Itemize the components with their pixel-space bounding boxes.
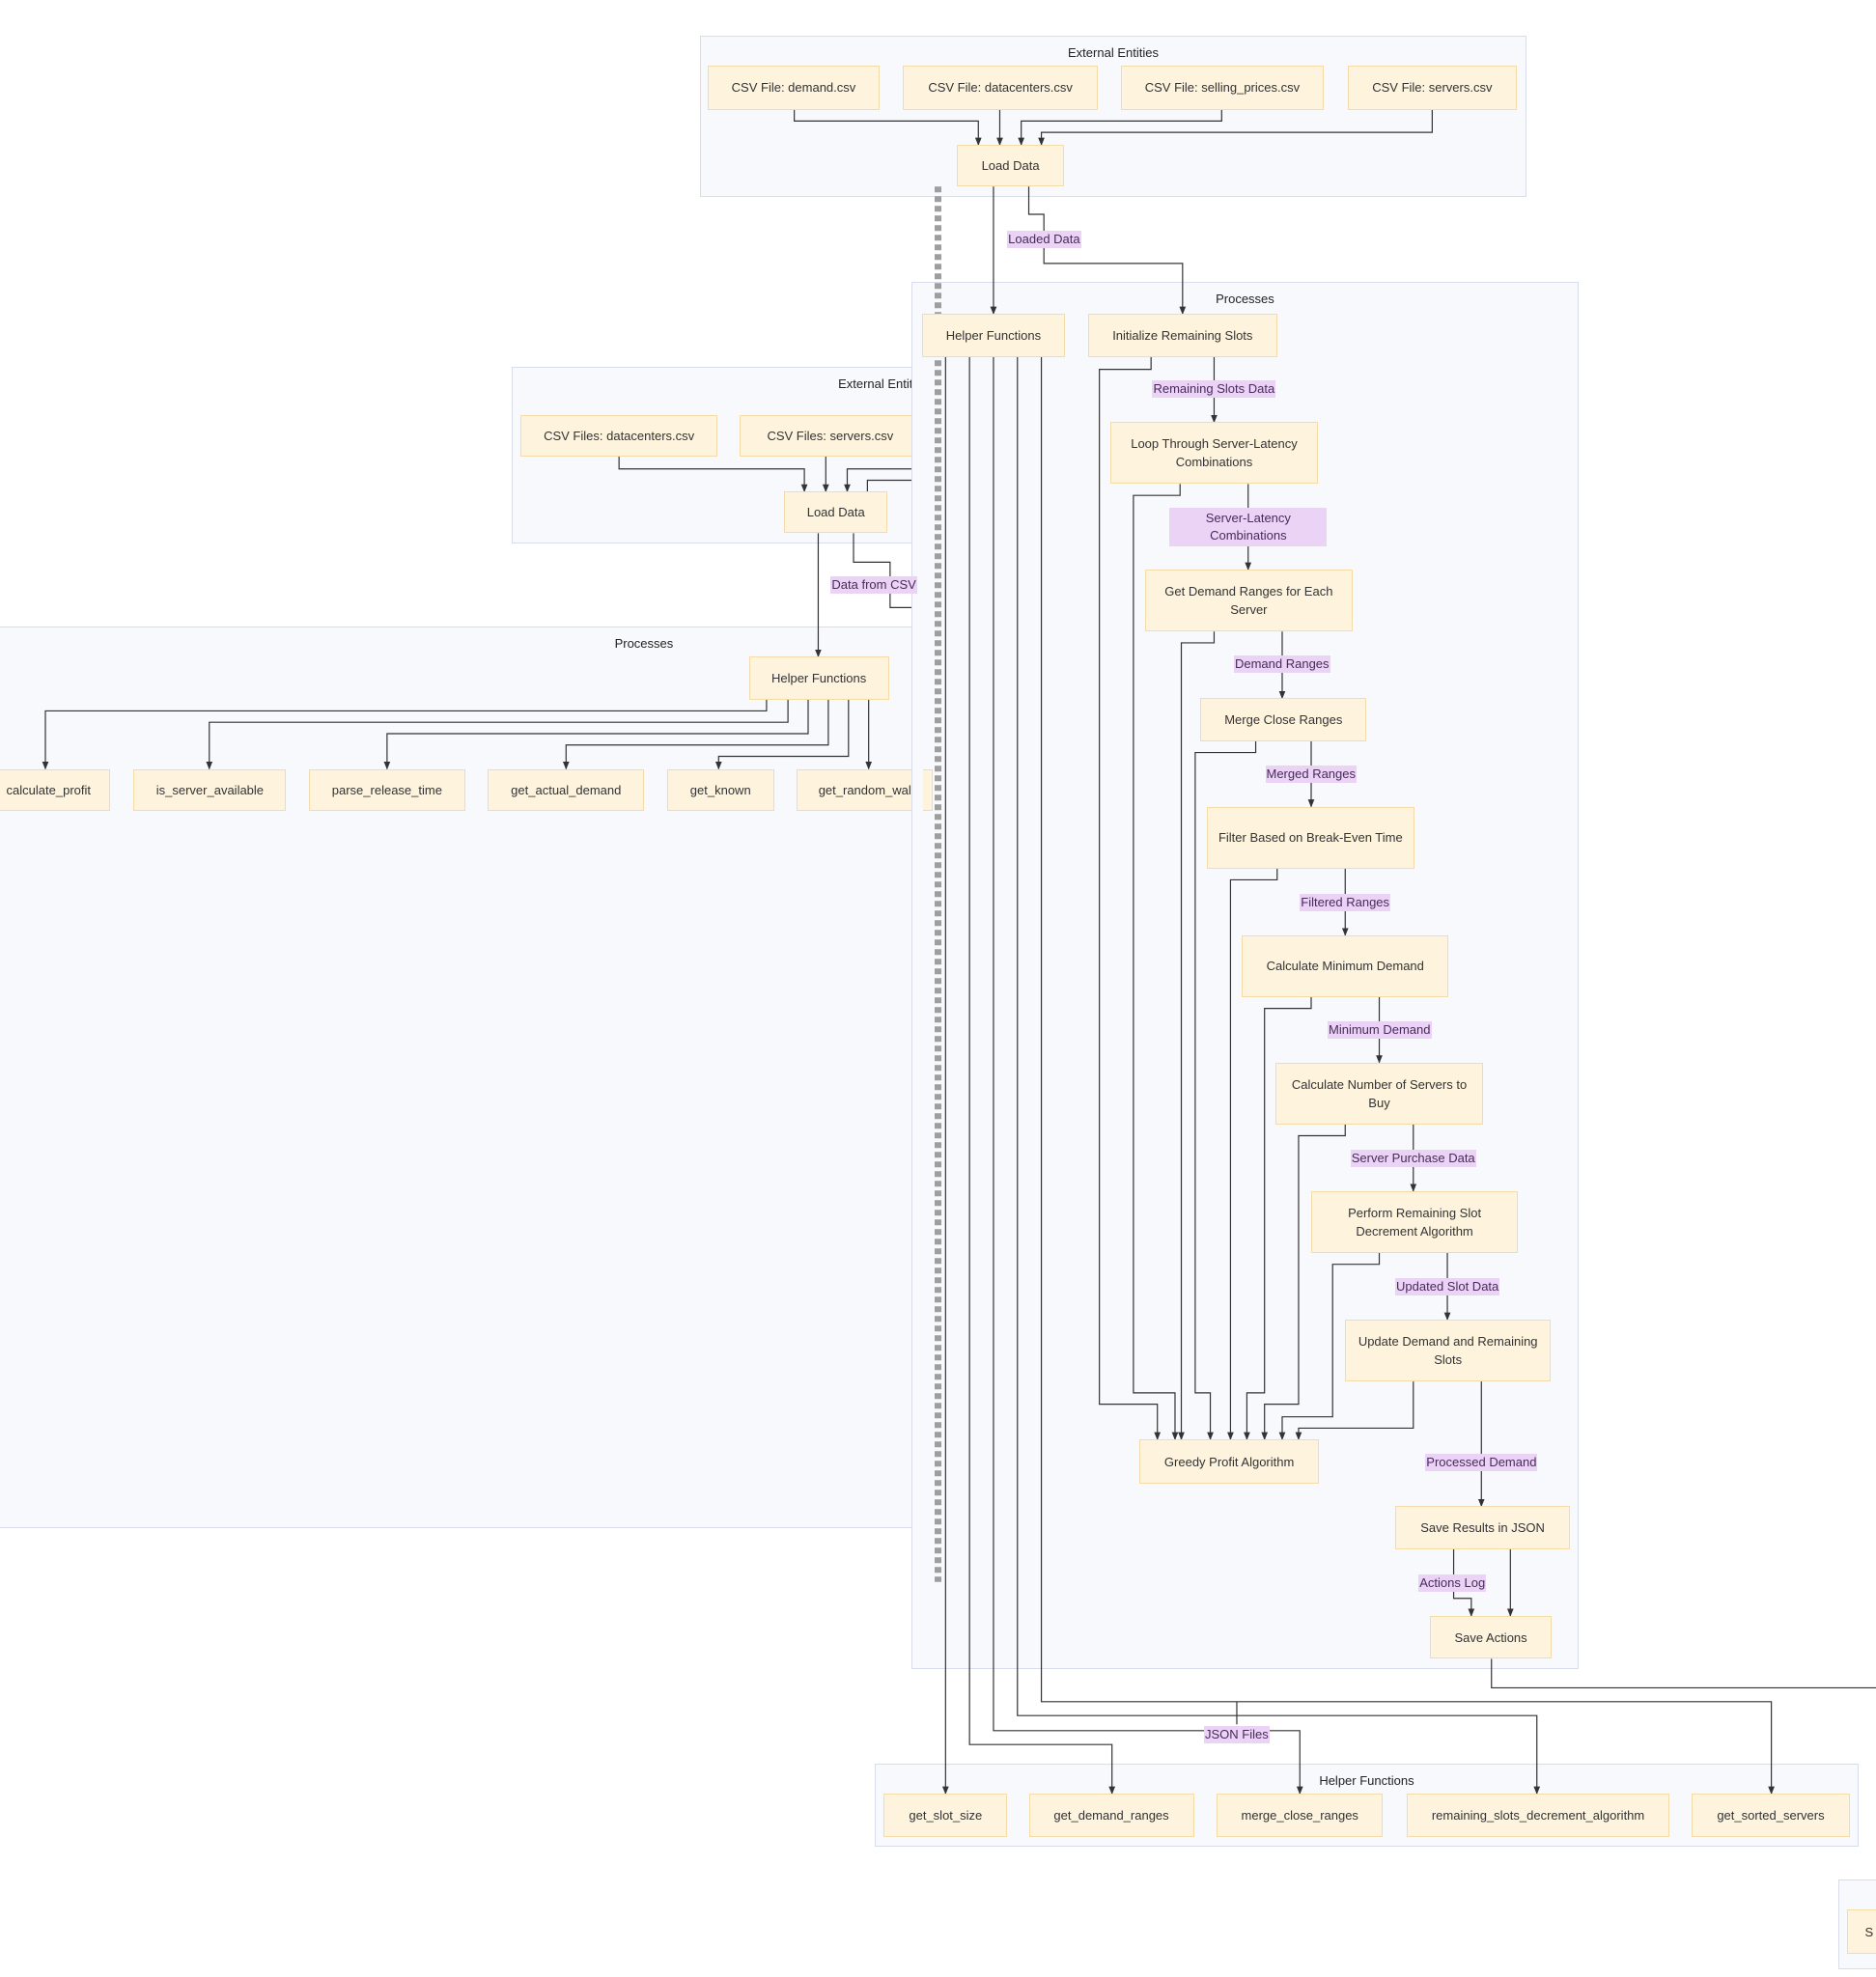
node-get-known: get_known (666, 768, 774, 811)
node-perform: Perform Remaining Slot Decrement Algorit… (1311, 1190, 1519, 1253)
node-csv-dc2: CSV Files: datacenters.csv (520, 414, 717, 457)
edge-label-spd: Server Purchase Data (1350, 1150, 1476, 1167)
node-parse-rel: parse_release_time (308, 768, 465, 811)
cluster-title: Helper Functions (1319, 1772, 1414, 1788)
node-help2: Helper Functions (748, 656, 889, 700)
node-calc-num: Calculate Number of Servers to Buy (1275, 1062, 1483, 1125)
node-partial-node: S (1846, 1909, 1876, 1954)
node-filter: Filter Based on Break-Even Time (1206, 806, 1415, 869)
overlap-cover (911, 366, 923, 1528)
node-csv-sp: CSV File: selling_prices.csv (1120, 65, 1325, 110)
cluster-ext1: External Entities (699, 35, 1527, 197)
edge-label-dr: Demand Ranges (1233, 655, 1330, 674)
node-h-ranges: get_demand_ranges (1028, 1794, 1194, 1837)
edge-label-loaded: Loaded Data (1007, 231, 1081, 249)
edge-label-json: JSON Files (1203, 1725, 1270, 1743)
edge-label-csv: Data from CSV (830, 575, 917, 594)
node-merge: Merge Close Ranges (1200, 698, 1367, 741)
node-get-random: get_random_wal (797, 768, 934, 811)
node-h-slot: get_slot_size (883, 1794, 1008, 1837)
node-loop: Loop Through Server-Latency Combinations (1110, 422, 1318, 485)
cluster-title: Processes (614, 635, 674, 651)
edge-label-rem: Remaining Slots Data (1152, 380, 1276, 399)
edge-label-slc: Server-Latency Combinations (1169, 507, 1328, 546)
node-save-actions: Save Actions (1429, 1616, 1553, 1659)
node-is-avail: is_server_available (133, 768, 287, 811)
node-csv-srv: CSV File: servers.csv (1347, 65, 1517, 110)
edge-label-pd: Processed Demand (1425, 1453, 1538, 1471)
cluster-title: Processes (1216, 292, 1274, 307)
node-greedy: Greedy Profit Algorithm (1139, 1439, 1319, 1484)
cluster-title: External Entities (1068, 44, 1159, 60)
node-init-slots: Initialize Remaining Slots (1087, 314, 1277, 357)
node-h-sorted: get_sorted_servers (1692, 1794, 1850, 1837)
node-calc-profit: calculate_profit (0, 768, 110, 811)
connector-37 (853, 533, 921, 608)
cluster-proc2: Processes (0, 626, 921, 1528)
node-csv-srv2: CSV Files: servers.csv (740, 414, 921, 457)
edge-label-fr: Filtered Ranges (1300, 893, 1391, 911)
node-load2: Load Data (784, 491, 888, 534)
node-csv-dc: CSV File: datacenters.csv (902, 65, 1099, 110)
node-get-actual: get_actual_demand (488, 768, 645, 811)
node-h-rsda: remaining_slots_decrement_algorithm (1407, 1794, 1669, 1837)
edge-label-usd: Updated Slot Data (1395, 1278, 1500, 1296)
node-csv-demand: CSV File: demand.csv (707, 65, 881, 110)
node-get-ranges: Get Demand Ranges for Each Server (1144, 570, 1354, 632)
node-help1: Helper Functions (921, 314, 1066, 357)
edge-label-md: Minimum Demand (1328, 1020, 1432, 1039)
edge-label-al: Actions Log (1418, 1574, 1487, 1593)
node-update: Update Demand and Remaining Slots (1345, 1320, 1552, 1382)
node-save-json: Save Results in JSON (1395, 1506, 1570, 1549)
node-load1: Load Data (957, 145, 1065, 187)
cluster-title: External Entities (838, 376, 929, 391)
node-calc-min: Calculate Minimum Demand (1242, 934, 1449, 997)
edge-label-mr: Merged Ranges (1265, 765, 1357, 783)
node-h-merge: merge_close_ranges (1217, 1794, 1384, 1837)
